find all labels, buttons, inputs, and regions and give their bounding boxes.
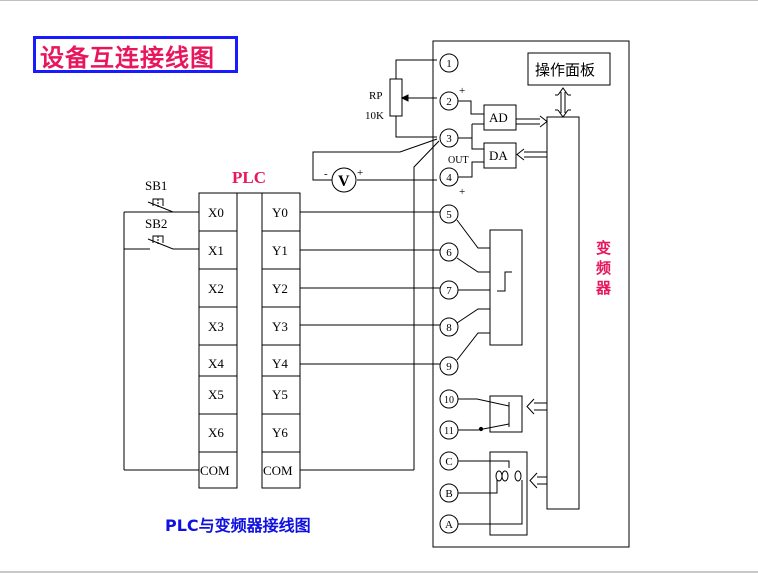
page-title: 设备互连接线图	[40, 44, 215, 72]
terminal4-plus: +	[459, 186, 465, 198]
bus-to-relay-arrow	[526, 398, 547, 415]
vfd-title-char-3: 器	[595, 279, 612, 297]
vfd-title-char-1: 变	[596, 239, 611, 257]
terminal-9: 9	[446, 361, 452, 373]
plc-output-y1: Y1	[272, 243, 288, 258]
voltmeter-minus: -	[324, 168, 328, 180]
plc-output-y3: Y3	[272, 319, 288, 334]
vfd-enclosure	[432, 40, 630, 548]
terminal-b: B	[445, 488, 452, 500]
ad-converter-box	[483, 104, 517, 131]
vfd-internal-bus	[546, 116, 580, 510]
voltmeter-circle	[331, 167, 357, 193]
terminal-1: 1	[446, 58, 452, 70]
potentiometer-value: 10K	[365, 110, 384, 122]
ad-label: AD	[489, 110, 508, 125]
bus-to-fault-relay-arrow	[529, 472, 547, 489]
operation-panel-box	[527, 52, 611, 86]
plc-output-column	[261, 192, 301, 489]
plc-input-x4: X4	[208, 356, 224, 371]
terminal-11: 11	[444, 426, 454, 437]
da-label: DA	[489, 148, 508, 163]
plc-input-x5: X5	[208, 387, 224, 402]
da-converter-box	[483, 142, 517, 169]
terminal-4: 4	[446, 172, 452, 184]
potentiometer	[389, 78, 403, 117]
terminal-5: 5	[446, 209, 452, 221]
plc-input-column	[198, 192, 238, 489]
relay-block	[489, 395, 523, 433]
vfd-title-char-2: 频	[596, 259, 611, 277]
plc-output-y2: Y2	[272, 281, 288, 296]
terminal-3: 3	[446, 133, 452, 145]
plc-input-x6: X6	[208, 425, 224, 440]
plc-output-y4: Y4	[272, 356, 288, 371]
terminal-2: 2	[446, 96, 452, 108]
ad-to-bus-arrow	[516, 115, 548, 128]
bottom-rule	[0, 571, 758, 573]
diagram-caption: PLC与变频器接线图	[165, 516, 311, 535]
plc-input-x2: X2	[208, 281, 224, 296]
voltmeter-plus: +	[357, 167, 363, 179]
input-block	[489, 229, 523, 346]
terminal-6: 6	[446, 247, 452, 259]
sb2-label: SB2	[145, 216, 167, 231]
top-rule	[0, 0, 758, 1]
plc-output-y6: Y6	[272, 425, 288, 440]
coil-symbol	[495, 470, 522, 482]
plc-input-x3: X3	[208, 319, 224, 334]
out-label: OUT	[448, 155, 469, 166]
operation-panel-label: 操作面板	[535, 61, 595, 79]
plc-output-y5: Y5	[272, 387, 288, 402]
plc-input-com: COM	[200, 463, 230, 478]
voltmeter-symbol: V	[338, 173, 350, 190]
sb1-label: SB1	[145, 178, 167, 193]
terminal-a: A	[445, 519, 453, 531]
terminal2-plus: +	[459, 85, 465, 97]
bus-to-da-arrow	[516, 148, 547, 161]
potentiometer-name: RP	[369, 90, 382, 102]
plc-input-x1: X1	[208, 243, 224, 258]
plc-output-com: COM	[263, 463, 293, 478]
panel-bus-arrow	[555, 87, 571, 118]
terminal-10: 10	[444, 395, 454, 406]
title-box	[33, 36, 238, 73]
terminal-8: 8	[446, 322, 452, 334]
terminal-c: C	[445, 456, 452, 468]
plc-output-y0: Y0	[272, 205, 288, 220]
plc-input-x0: X0	[208, 205, 224, 220]
plc-title: PLC	[232, 168, 266, 187]
terminal-7: 7	[446, 285, 452, 297]
